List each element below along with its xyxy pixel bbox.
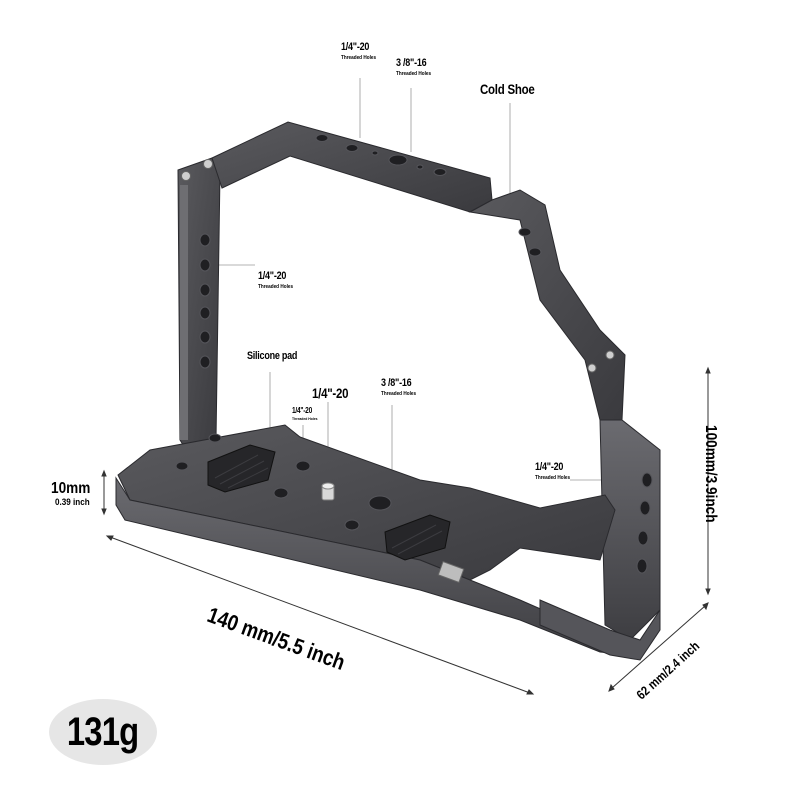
callout-sub: Threaded Holes [258,284,294,290]
weight-value: 131g [67,709,139,754]
weight-badge: 131g [49,699,157,765]
callout-sub: Threaded Holes [396,71,432,77]
callout-top-quarter-20: 1/4"-20 Threaded Holes [341,42,382,62]
callout-left-side-quarter-20: 1/4"-20 Threaded Holes [258,271,299,291]
callout-main: 1/4"-20 [535,461,564,473]
callout-silicone-pad: Silicone pad [247,351,308,362]
callout-main: 1/4"-20 [312,385,349,401]
callout-top-three-eighths-16: 3 /8"-16 Threaded Holes [396,58,437,78]
dimension-thickness-in: 0.39 inch [55,497,90,507]
callout-sub: Threaded Holes [535,475,571,481]
callout-base-three-eighths-16: 3 /8"-16 Threaded Holes [381,378,422,398]
dimension-height: 100mm/3.9inch [702,425,719,523]
callout-sub: Threaded Holes [381,391,417,397]
callout-main: Cold Shoe [480,81,535,97]
callout-main: Silicone pad [247,350,298,362]
callout-sub: Threaded Holes [292,416,318,421]
callout-cold-shoe: Cold Shoe [480,82,547,96]
callout-sub: Threaded Holes [341,55,377,61]
callout-main: 1/4"-20 [258,270,287,282]
callout-main: 1/4"-20 [341,41,370,53]
callout-base-quarter-20-small: 1/4"-20 Threaded Holes [292,407,322,421]
dimension-arrows [101,366,711,695]
callout-main: 3 /8"-16 [381,377,412,389]
dimension-thickness-mm: 10mm [51,480,91,497]
callout-right-side-quarter-20: 1/4"-20 Threaded Holes [535,462,576,482]
callout-main: 3 /8"-16 [396,57,427,69]
callout-main: 1/4"-20 [292,406,313,415]
callout-base-quarter-20-large: 1/4"-20 [312,386,356,400]
